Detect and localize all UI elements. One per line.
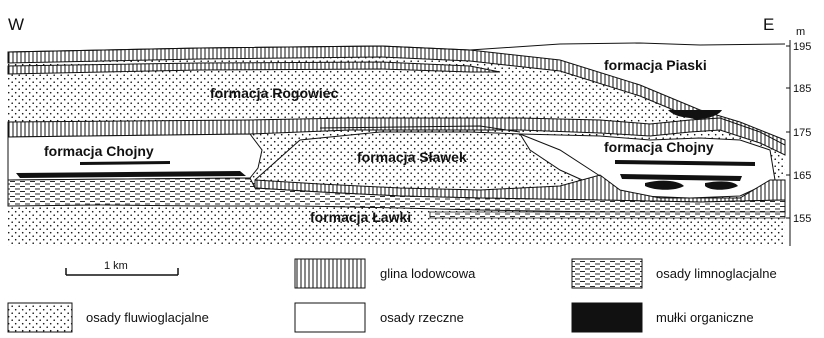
- legend-label-limnoglacial: osady limnoglacjalne: [656, 266, 777, 281]
- legend-item-fluvioglacial: osady fluwioglacjalne: [8, 303, 209, 332]
- legend-item-till: glina lodowcowa: [295, 259, 476, 288]
- scale-bar: 1 km: [66, 260, 178, 275]
- legend-label-fluvioglacial: osady fluwioglacjalne: [86, 310, 209, 325]
- elevation-tick-label: 165: [793, 170, 811, 182]
- legend-swatch-fluvial: [295, 303, 365, 332]
- formation-label-chojny-west: formacja Chojny: [44, 143, 154, 159]
- elevation-scale: m 195 185 175 165 155: [786, 26, 811, 246]
- elevation-tick-label: 175: [793, 127, 811, 139]
- legend-label-organic: mułki organiczne: [656, 310, 754, 325]
- legend-swatch-organic: [572, 303, 642, 332]
- elevation-unit: m: [796, 26, 805, 38]
- elevation-tick-label: 185: [793, 83, 811, 95]
- formation-label-slawek: formacja Sławek: [357, 149, 467, 165]
- formation-label-chojny-east: formacja Chojny: [604, 139, 714, 155]
- west-label: W: [8, 15, 24, 34]
- legend: 1 km glina lodowcowa osady limnoglacjaln…: [8, 259, 777, 332]
- elevation-tick-label: 195: [793, 41, 811, 53]
- legend-swatch-till: [295, 259, 365, 288]
- legend-item-fluvial: osady rzeczne: [295, 303, 464, 332]
- scale-bar-label: 1 km: [104, 260, 128, 272]
- formation-label-piaski: formacja Piaski: [604, 57, 707, 73]
- legend-swatch-fluvioglacial: [8, 303, 72, 332]
- legend-swatch-limnoglacial: [572, 259, 642, 288]
- east-label: E: [763, 15, 774, 34]
- formation-label-lawki: formacja Ławki: [310, 209, 411, 225]
- limnoglacial-thin-stripe: [430, 212, 785, 218]
- legend-item-limnoglacial: osady limnoglacjalne: [572, 259, 777, 288]
- elevation-tick-label: 155: [793, 213, 811, 225]
- legend-item-organic: mułki organiczne: [572, 303, 754, 332]
- legend-label-till: glina lodowcowa: [380, 266, 476, 281]
- legend-label-fluvial: osady rzeczne: [380, 310, 464, 325]
- formation-label-rogowiec: formacja Rogowiec: [210, 85, 339, 101]
